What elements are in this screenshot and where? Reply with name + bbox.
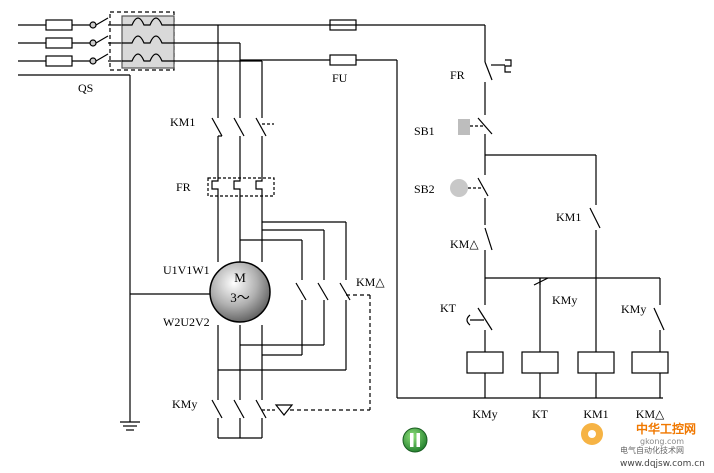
motor-label-phase: 3～ xyxy=(230,290,250,305)
watermark: 中华工控网 gkong.com 电气自动化技术网 www.dqjsw.com.c… xyxy=(581,421,705,469)
label-fr-ctrl: FR xyxy=(450,68,465,82)
coil-label-kmy: KMy xyxy=(472,407,497,421)
label-w2u2v2: W2U2V2 xyxy=(163,315,210,329)
coil-label-km-delta: KM△ xyxy=(636,407,665,421)
label-kmy-ctrl2: KMy xyxy=(621,302,646,316)
km-delta-contacts xyxy=(290,282,371,411)
coils xyxy=(466,351,669,374)
control-supply xyxy=(240,19,663,399)
supply-lines xyxy=(18,19,90,67)
watermark-url: www.dqjsw.com.cn xyxy=(620,459,705,469)
input-fuse-l1 xyxy=(45,19,73,31)
label-km-delta-main: KM△ xyxy=(356,275,385,289)
watermark-subtitle: 电气自动化技术网 xyxy=(620,445,684,455)
motor: M 3～ xyxy=(209,261,271,323)
label-sb2: SB2 xyxy=(414,182,435,196)
ground-line xyxy=(18,74,210,431)
coil-kt xyxy=(521,351,559,374)
circuit-breaker-box xyxy=(109,11,175,71)
coil-km1 xyxy=(577,351,615,374)
delta-lower-connections xyxy=(217,325,346,400)
pause-icon xyxy=(410,433,414,447)
input-fuse-l2 xyxy=(45,37,73,49)
watermark-brand: 中华工控网 xyxy=(636,421,696,436)
input-fuse-l3 xyxy=(45,55,73,67)
motor-label-m: M xyxy=(234,270,246,285)
qs-isolator-switch xyxy=(89,17,122,65)
play-pause-button[interactable] xyxy=(402,427,428,453)
control-circuit xyxy=(466,25,665,398)
sb2-button-cap[interactable] xyxy=(450,179,468,197)
fr-thermal-elements xyxy=(207,175,275,262)
kmy-star-contacts xyxy=(211,399,294,439)
label-km-delta-ctrl: KM△ xyxy=(450,237,479,251)
label-kt-ctrl: KT xyxy=(440,301,457,315)
coil-label-kt: KT xyxy=(532,407,549,421)
coil-label-km1: KM1 xyxy=(583,407,608,421)
label-fu: FU xyxy=(332,71,348,85)
label-u1v1w1: U1V1W1 xyxy=(163,263,210,277)
label-km1-ctrl: KM1 xyxy=(556,210,581,224)
main-conductors xyxy=(217,25,263,108)
km1-main-contacts xyxy=(211,108,274,175)
delta-upper-connections xyxy=(240,221,347,280)
coil-kmy xyxy=(466,351,504,374)
label-kmy-main: KMy xyxy=(172,397,197,411)
control-fuse-fu xyxy=(329,54,357,66)
control-fuse-top xyxy=(329,19,357,31)
label-kmy-ctrl: KMy xyxy=(552,293,577,307)
label-qs: QS xyxy=(78,81,93,95)
label-km1-main: KM1 xyxy=(170,115,195,129)
sb1-button-cap[interactable] xyxy=(458,119,470,135)
watermark-site: gkong.com xyxy=(640,437,684,446)
label-sb1: SB1 xyxy=(414,124,435,138)
coil-km-delta xyxy=(631,351,669,374)
label-fr-main: FR xyxy=(176,180,191,194)
